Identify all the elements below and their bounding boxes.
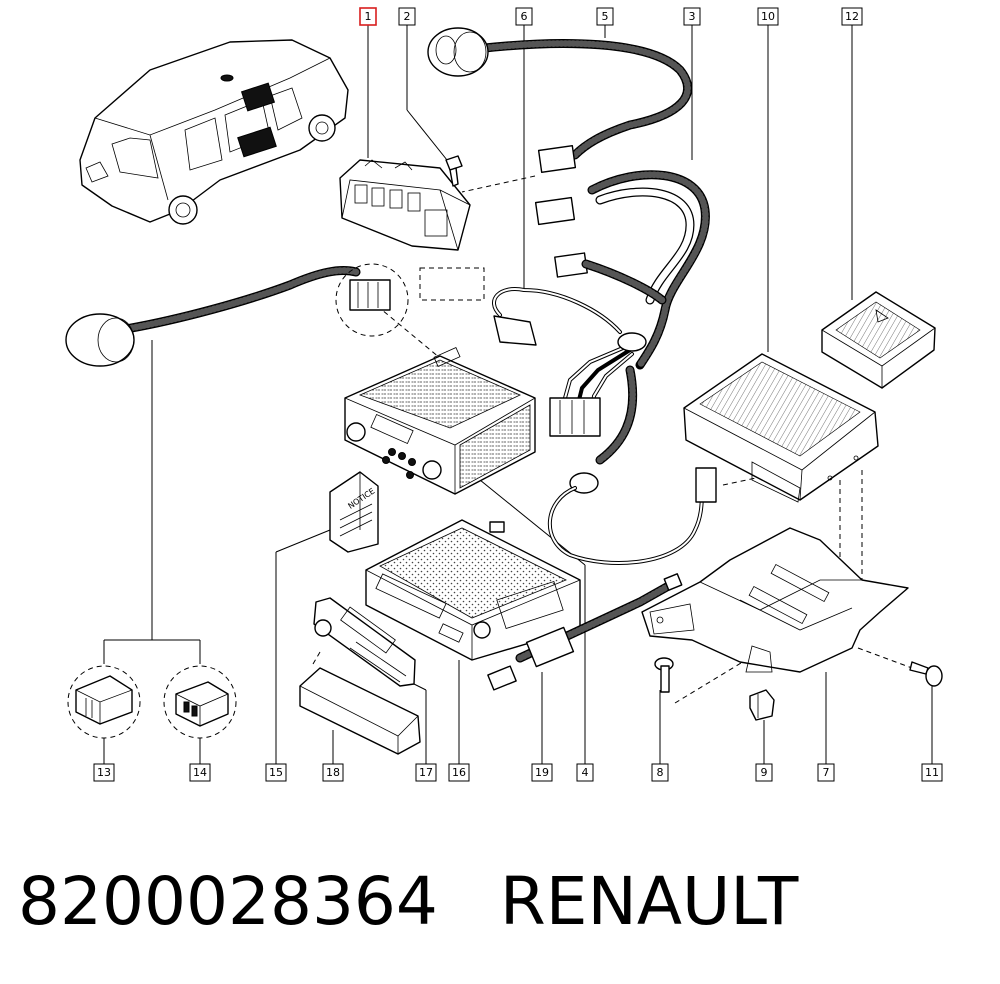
brand-name: RENAULT bbox=[499, 863, 799, 940]
callout-3[interactable]: 3 bbox=[683, 7, 701, 26]
svg-text:15: 15 bbox=[269, 766, 283, 779]
svg-text:14: 14 bbox=[193, 766, 207, 779]
callout-16[interactable]: 16 bbox=[448, 763, 470, 782]
vehicle-illustration bbox=[79, 39, 349, 225]
leader-lines bbox=[103, 25, 933, 764]
svg-text:12: 12 bbox=[845, 10, 859, 23]
callout-13[interactable]: 13 bbox=[93, 763, 115, 782]
svg-text:16: 16 bbox=[452, 766, 466, 779]
part-6-cable[interactable] bbox=[492, 287, 622, 346]
svg-text:5: 5 bbox=[602, 10, 609, 23]
part-14-connector[interactable] bbox=[163, 665, 237, 739]
callout-14[interactable]: 14 bbox=[189, 763, 211, 782]
callout-15[interactable]: 15 bbox=[265, 763, 287, 782]
part-11-screw[interactable] bbox=[909, 661, 943, 687]
svg-text:1: 1 bbox=[365, 10, 372, 23]
svg-text:13: 13 bbox=[97, 766, 111, 779]
callout-8[interactable]: 8 bbox=[651, 763, 669, 782]
part-19-adapter-cable[interactable] bbox=[487, 573, 683, 691]
svg-text:10: 10 bbox=[761, 10, 775, 23]
svg-text:3: 3 bbox=[689, 10, 696, 23]
svg-text:8: 8 bbox=[657, 766, 664, 779]
dash-location-marker bbox=[240, 82, 276, 112]
part-12-cover[interactable] bbox=[821, 291, 936, 389]
callout-11[interactable]: 11 bbox=[921, 763, 943, 782]
callout-18[interactable]: 18 bbox=[322, 763, 344, 782]
part-number: 8200028364 bbox=[18, 863, 438, 940]
antenna-cable-left[interactable] bbox=[65, 266, 361, 367]
exploded-parts-diagram: NOTICE bbox=[65, 7, 943, 782]
svg-text:17: 17 bbox=[419, 766, 433, 779]
part-2-screw[interactable] bbox=[445, 155, 463, 187]
svg-text:7: 7 bbox=[823, 766, 830, 779]
svg-text:2: 2 bbox=[404, 10, 411, 23]
callout-5[interactable]: 5 bbox=[596, 7, 614, 26]
svg-text:18: 18 bbox=[326, 766, 340, 779]
svg-text:4: 4 bbox=[582, 766, 589, 779]
seat-location-marker bbox=[237, 126, 277, 158]
part-8-bolt[interactable] bbox=[654, 657, 674, 693]
svg-text:9: 9 bbox=[761, 766, 768, 779]
part-15-manual-booklet[interactable]: NOTICE bbox=[329, 471, 379, 553]
part-3-wiring-harness[interactable] bbox=[534, 170, 717, 565]
callout-labels: 1 2 6 5 3 10 12 13 14 15 18 17 16 19 4 8… bbox=[93, 7, 943, 782]
callout-6[interactable]: 6 bbox=[515, 7, 533, 26]
part-1-connector-block[interactable] bbox=[339, 159, 471, 251]
part-reference-caption: 8200028364 RENAULT bbox=[18, 852, 978, 952]
part-9-clip-nut[interactable] bbox=[749, 689, 775, 721]
part-16-cd-player[interactable] bbox=[365, 519, 581, 661]
callout-12[interactable]: 12 bbox=[841, 7, 863, 26]
part-7-mounting-bracket[interactable] bbox=[641, 527, 909, 673]
callout-4[interactable]: 4 bbox=[576, 763, 594, 782]
callout-9[interactable]: 9 bbox=[755, 763, 773, 782]
callout-2[interactable]: 2 bbox=[398, 7, 416, 26]
callout-10[interactable]: 10 bbox=[757, 7, 779, 26]
svg-text:11: 11 bbox=[925, 766, 939, 779]
part-13-connector[interactable] bbox=[67, 665, 141, 739]
callout-19[interactable]: 19 bbox=[531, 763, 553, 782]
callout-1[interactable]: 1 bbox=[359, 7, 377, 26]
part-18-faceplate-case[interactable] bbox=[299, 667, 421, 755]
svg-text:19: 19 bbox=[535, 766, 549, 779]
part-17-removable-faceplate[interactable] bbox=[313, 597, 416, 687]
callout-7[interactable]: 7 bbox=[817, 763, 835, 782]
callout-17[interactable]: 17 bbox=[415, 763, 437, 782]
part-10-amplifier-module[interactable] bbox=[683, 353, 879, 503]
part-5-antenna-cable[interactable] bbox=[427, 27, 693, 173]
svg-text:6: 6 bbox=[521, 10, 528, 23]
connector-detail-circle bbox=[335, 263, 409, 337]
part-4-radio-unit[interactable] bbox=[344, 347, 536, 495]
dashed-connector-outline bbox=[419, 267, 485, 301]
